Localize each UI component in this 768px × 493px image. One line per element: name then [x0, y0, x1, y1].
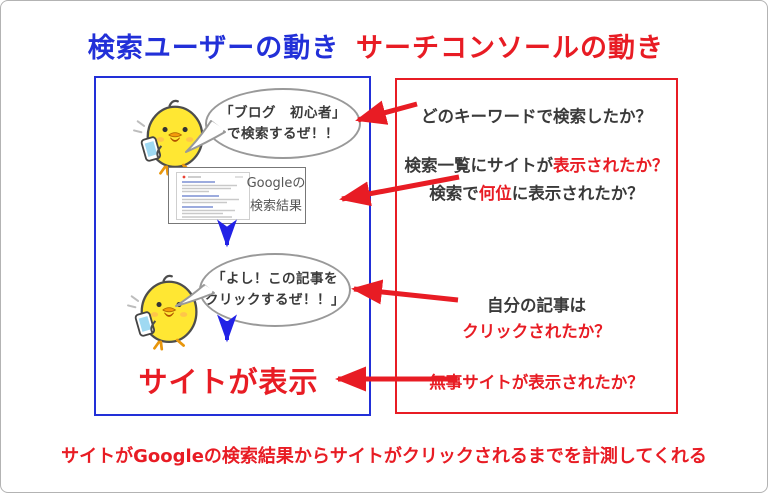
- google-result-box: Googleの 検索結果: [168, 167, 306, 224]
- question-rank-pre: 検索で: [429, 184, 479, 203]
- speech-bubble-search-line2: で検索するぜ！！: [227, 125, 339, 142]
- console-flow-panel: [395, 78, 678, 414]
- chick-with-smartphone-icon: [117, 269, 212, 351]
- speech-bubble-click-line2: クリックするぜ！！」: [205, 292, 345, 308]
- question-keyword: どのキーワードで検索したか？: [421, 107, 652, 126]
- question-site-shown-red: 表示されたか？: [553, 156, 669, 175]
- google-serp-thumbnail: [176, 172, 250, 220]
- question-rank: 検索で何位に表示されたか？: [395, 180, 678, 204]
- speech-bubble-search-line1: 「ブログ 初心者」: [220, 104, 346, 121]
- question-site-shown-dark: 検索一覧にサイトが: [404, 156, 554, 175]
- footer-caption: サイトがGoogleの検索結果からサイトがクリックされるまでを計測してくれる: [61, 446, 707, 467]
- speech-bubble-click-line1: 「よし！この記事を: [212, 271, 338, 287]
- question-rank-post: に表示されたか？: [511, 184, 644, 203]
- speech-bubble-tail: [185, 120, 226, 153]
- title-search-user-flow: 検索ユーザーの動き: [87, 33, 340, 64]
- title-search-console-flow: サーチコンソールの動き: [356, 33, 664, 64]
- question-site-rendered: 無事サイトが表示されたか？: [429, 373, 644, 392]
- question-article-clicked-line1: 自分の記事は: [487, 296, 586, 315]
- question-site-shown: 検索一覧にサイトが表示されたか？: [395, 152, 678, 176]
- speech-bubble-search: 「ブログ 初心者」 で検索するぜ！！: [205, 88, 361, 159]
- speech-bubble-click: 「よし！この記事を クリックするぜ！！」: [199, 253, 351, 327]
- question-article-clicked-line2: クリックされたか？: [462, 322, 611, 341]
- site-displayed-label: サイトが表示: [138, 365, 319, 399]
- speech-bubble-tail: [175, 284, 215, 307]
- google-result-label-line2: 検索結果: [249, 199, 302, 214]
- google-result-label: Googleの 検索結果: [246, 172, 306, 218]
- question-rank-red: 何位: [478, 184, 512, 203]
- google-result-label-line1: Googleの: [246, 176, 306, 191]
